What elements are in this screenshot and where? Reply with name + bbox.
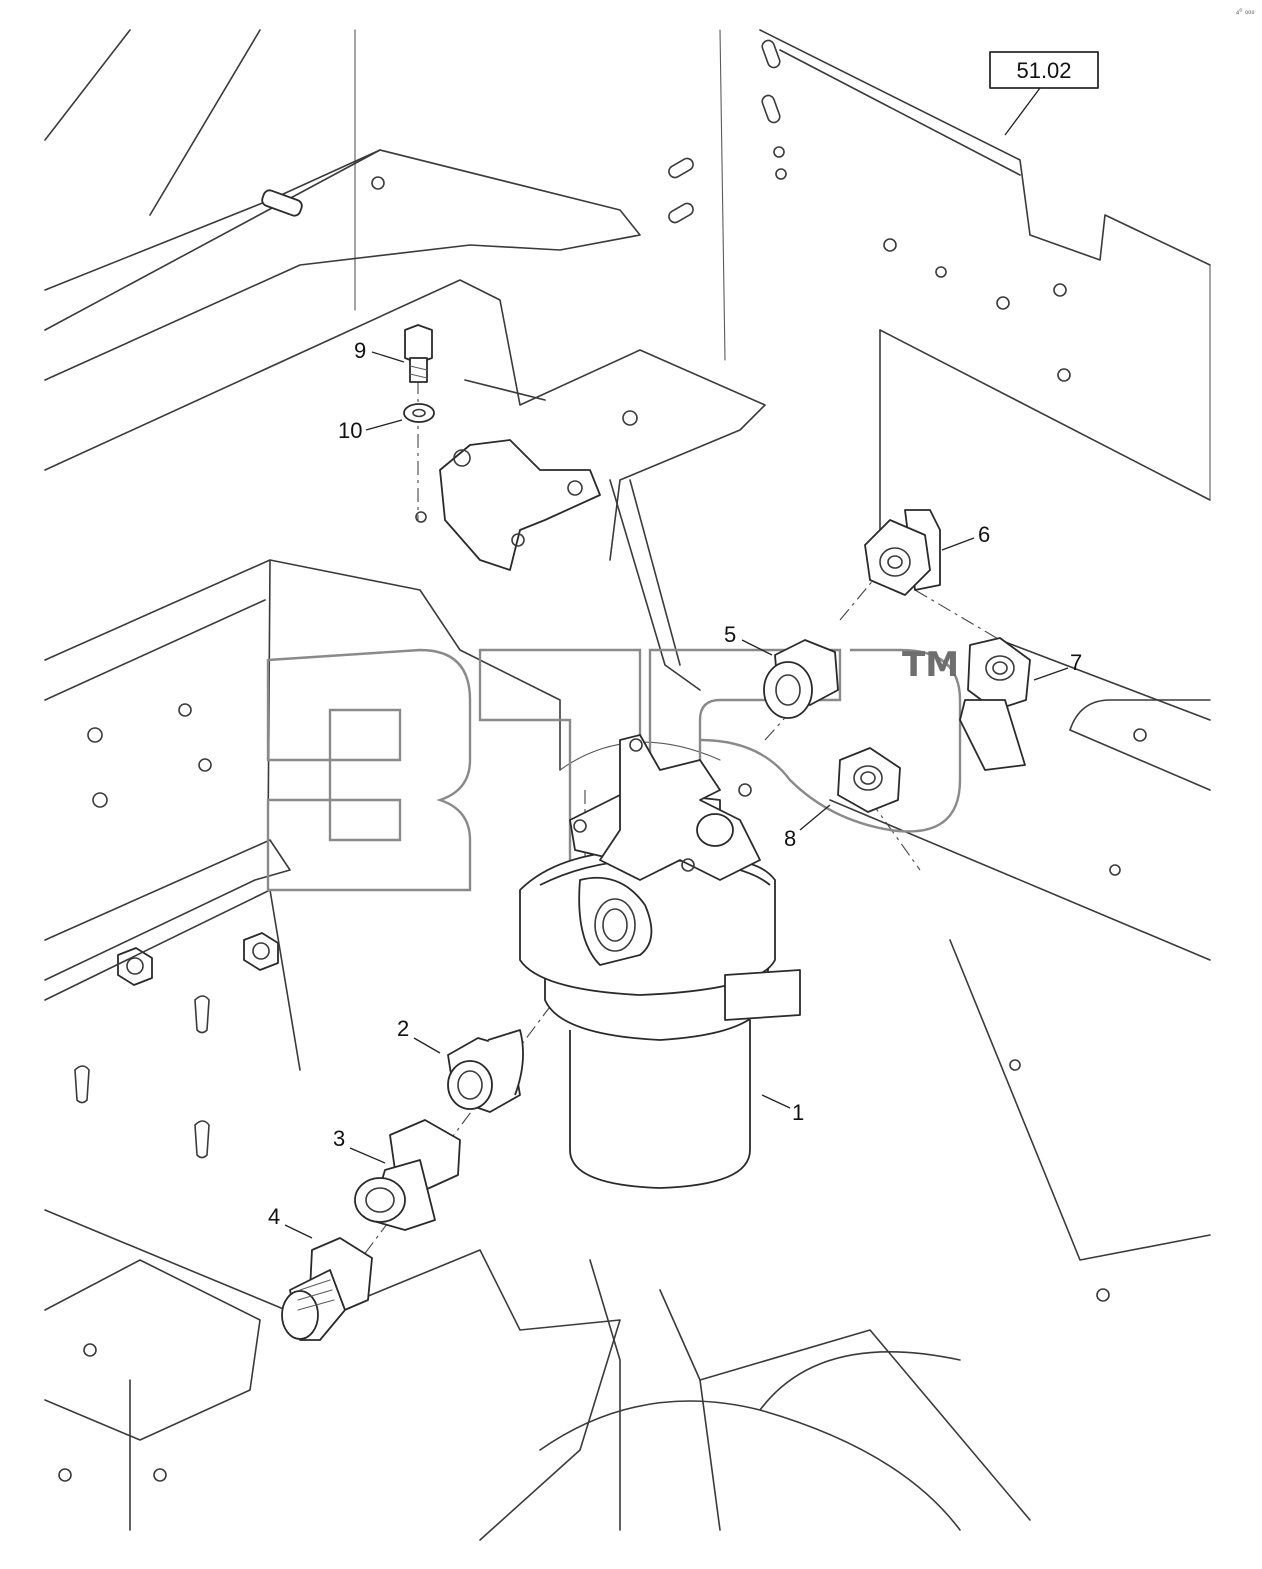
callout-3: 3 (333, 1126, 345, 1151)
callout-1: 1 (792, 1100, 804, 1125)
callout-5: 5 (724, 622, 736, 647)
frame-bolt-heads (117, 932, 279, 986)
part-3-elbow (354, 1119, 461, 1231)
part-10-washer (403, 403, 435, 423)
callout-10: 10 (338, 418, 362, 443)
callout-4: 4 (268, 1204, 280, 1229)
watermark-logo: TM (266, 645, 962, 892)
callout-6: 6 (978, 522, 990, 547)
part-5-adapter (763, 639, 839, 719)
callout-9: 9 (354, 338, 366, 363)
callout-labels: 9 10 1 2 3 4 5 6 7 8 (268, 338, 1082, 1229)
reference-box: 51.02 (989, 51, 1099, 136)
leader-lines (284, 351, 1069, 1239)
corner-mark: ₄⁰ ₀₀₀ (1236, 7, 1255, 16)
callout-7: 7 (1070, 650, 1082, 675)
callout-2: 2 (397, 1016, 409, 1041)
reference-label: 51.02 (1016, 58, 1071, 83)
part-8-nut (837, 747, 901, 813)
callout-8: 8 (784, 826, 796, 851)
part-9-bolt (404, 324, 433, 383)
part-4-plug (281, 1237, 373, 1341)
part-6-elbow (864, 509, 941, 596)
part-7-fitting (959, 637, 1031, 771)
frame-structure (44, 29, 1211, 1541)
part-2-adapter (447, 1029, 524, 1113)
part-1-filter (519, 734, 801, 1189)
trademark-symbol: TM (902, 645, 959, 685)
